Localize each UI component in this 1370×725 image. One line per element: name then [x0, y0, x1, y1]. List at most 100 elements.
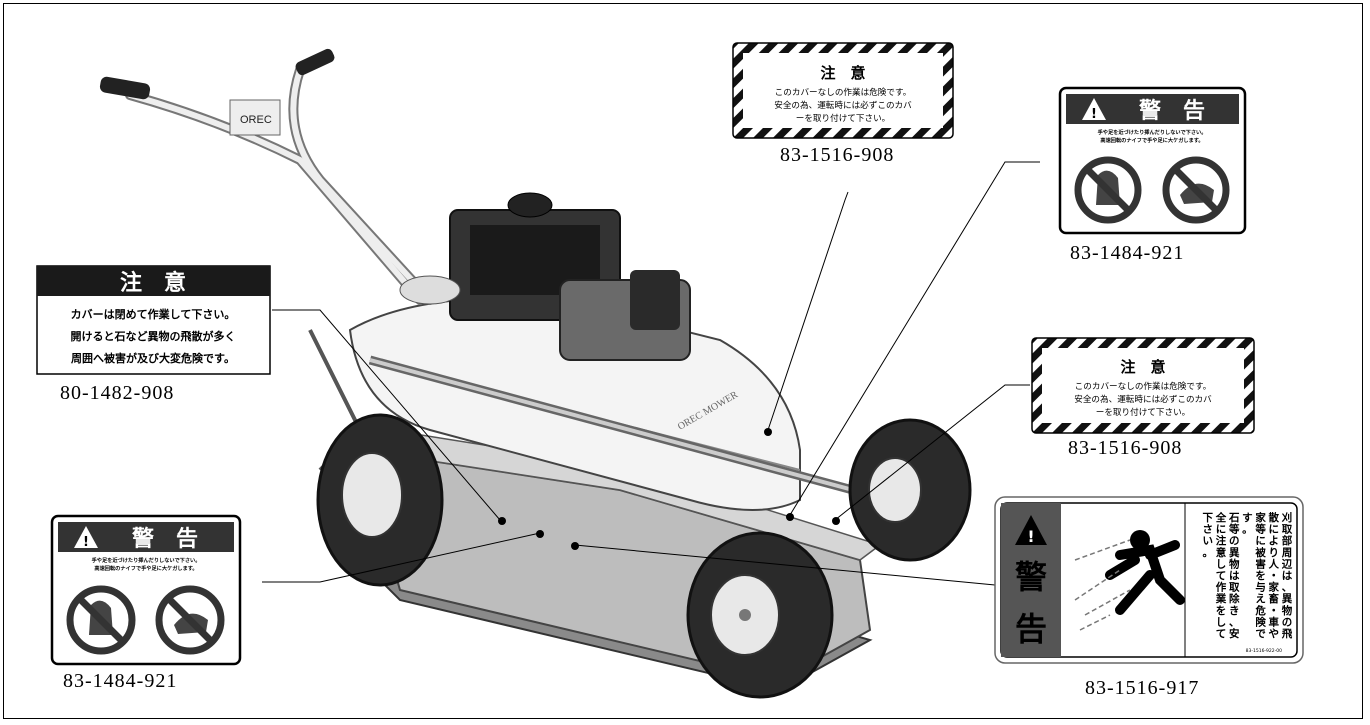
no-hand-icon: [66, 585, 136, 655]
label-line: このカバーなしの作業は危険です。: [1075, 380, 1212, 392]
debris-char: 散: [1269, 511, 1280, 524]
part-number-cover-top: 83-1516-908: [780, 144, 895, 166]
debris-char: い: [1203, 535, 1214, 547]
debris-char: 険: [1255, 615, 1266, 628]
label-line: 周囲へ被害が及び大変危険です。: [71, 351, 235, 365]
debris-code: 83-1516-922-00: [1246, 648, 1283, 654]
debris-char: 全: [1215, 511, 1227, 524]
debris-char: ・: [1269, 605, 1280, 617]
diagram-frame: [3, 3, 1363, 719]
debris-char: や: [1269, 628, 1280, 640]
no-foot-icon: [155, 585, 225, 655]
debris-char: き: [1229, 605, 1240, 617]
svg-text:!: !: [1027, 527, 1034, 546]
debris-char: 車: [1269, 615, 1280, 628]
debris-header-char: 告: [1015, 610, 1047, 648]
debris-char: 危: [1254, 604, 1266, 617]
debris-char: 、: [1229, 616, 1240, 628]
label-line: このカバーなしの作業は危険です。: [775, 86, 912, 98]
label-line: カバーは閉めて作業して下さい。: [71, 307, 236, 321]
debris-char: 異: [1229, 547, 1240, 559]
label-title: 注 意: [1120, 358, 1165, 376]
debris-char: 物: [1282, 604, 1293, 617]
debris-char: 安: [1229, 627, 1240, 640]
debris-char: 刈: [1282, 511, 1293, 524]
svg-text:!: !: [83, 535, 89, 550]
debris-char: 取: [1282, 524, 1293, 536]
debris-char: 作: [1216, 581, 1227, 594]
debris-char: 飛: [1281, 628, 1293, 640]
label-title: 注 意: [820, 64, 865, 82]
running-person-icon: [1074, 530, 1185, 631]
debris-text-column: す。: [1242, 512, 1253, 536]
debris-char: 業: [1215, 592, 1227, 605]
debris-text-column: 下さい。: [1203, 512, 1214, 559]
mower-illustration: OREC OREC MOWER: [99, 48, 972, 699]
debris-char: 害: [1255, 557, 1266, 570]
part-number-cover-right: 83-1516-908: [1068, 437, 1183, 459]
debris-char: は: [1229, 570, 1240, 582]
label-line: 手や足を近づけたり挿んだりしないで下さい。: [92, 556, 201, 564]
debris-char: て: [1216, 628, 1227, 640]
debris-char: で: [1255, 628, 1266, 640]
debris-char: 家: [1269, 581, 1280, 594]
debris-char: 辺: [1282, 558, 1293, 570]
svg-text:!: !: [1091, 107, 1097, 122]
debris-char: 取: [1229, 582, 1240, 594]
debris-char: り: [1269, 547, 1280, 559]
leader-lines: [262, 161, 1040, 586]
debris-char: 与: [1255, 581, 1266, 594]
label-line: 高速回転のナイフで手や足に大ケガします。: [94, 564, 197, 572]
debris-char: 。: [1203, 547, 1214, 559]
label-line: 安全の為、運転時には必ずこのカバ: [774, 99, 912, 111]
debris-char: 畜: [1269, 592, 1280, 605]
debris-char: 。: [1242, 524, 1253, 536]
part-number-warning-right: 83-1484-921: [1070, 242, 1185, 264]
debris-char: に: [1216, 524, 1227, 536]
debris-text-columns: 刈取部周辺は、異物の飛散により人・家畜・車や家等に被害を与え危険です。石等の異物…: [1203, 511, 1293, 640]
debris-char: 除: [1229, 592, 1240, 605]
label-line: ーを取り付けて下さい。: [796, 113, 891, 124]
debris-char: て: [1216, 570, 1227, 582]
debris-char: 異: [1282, 593, 1293, 605]
debris-char: 注: [1216, 534, 1227, 547]
debris-char: す: [1242, 512, 1253, 524]
label-line: 高速回転のナイフで手や足に大ケガします。: [1100, 136, 1203, 144]
debris-char: 物: [1229, 557, 1240, 570]
debris-char: ・: [1269, 570, 1280, 582]
debris-char: 意: [1216, 546, 1227, 559]
debris-char: 家: [1255, 511, 1266, 524]
debris-char: 下: [1203, 512, 1214, 524]
part-number-debris: 83-1516-917: [1085, 677, 1200, 699]
debris-char: 等: [1228, 523, 1240, 536]
debris-char: 部: [1282, 534, 1293, 547]
debris-char: の: [1282, 616, 1293, 628]
debris-header-char: 警: [1015, 558, 1047, 596]
debris-char: し: [1216, 616, 1227, 628]
label-line: 安全の為、運転時には必ずこのカバ: [1074, 393, 1212, 405]
debris-char: 石: [1228, 512, 1240, 524]
label-title: 警 告: [1138, 99, 1205, 124]
debris-char: 、: [1282, 582, 1293, 594]
cover-caution-label-top: 注 意 このカバーなしの作業は危険です。 安全の為、運転時には必ずこのカバ ーを…: [732, 42, 954, 139]
leader-dots: [498, 428, 840, 550]
debris-char: を: [1216, 605, 1227, 617]
debris-char: に: [1255, 535, 1266, 547]
warning-label-left: ! 警 告 手や足を近づけたり挿んだりしないで下さい。 高速回転のナイフで手や足…: [50, 514, 242, 666]
label-line: 開けると石など異物の飛散が多く: [71, 329, 236, 343]
debris-char: の: [1229, 535, 1240, 547]
label-line: 手や足を近づけたり挿んだりしないで下さい。: [1098, 128, 1207, 136]
debris-char: は: [1282, 570, 1293, 582]
caution-label-left: 注 意 カバーは閉めて作業して下さい。 開けると石など異物の飛散が多く 周囲へ被…: [36, 265, 271, 375]
debris-char: を: [1255, 570, 1266, 582]
label-title: 警 告: [131, 527, 198, 552]
label-line: ーを取り付けて下さい。: [1096, 407, 1191, 418]
cover-caution-label-right: 注 意 このカバーなしの作業は危険です。 安全の為、運転時には必ずこのカバ ーを…: [1031, 337, 1255, 434]
debris-char: よ: [1269, 535, 1280, 547]
debris-warning-label: ! 警 告 刈取部周辺は、異物の飛散により人・家畜・車や家等に被害を与え危険です…: [994, 496, 1304, 664]
